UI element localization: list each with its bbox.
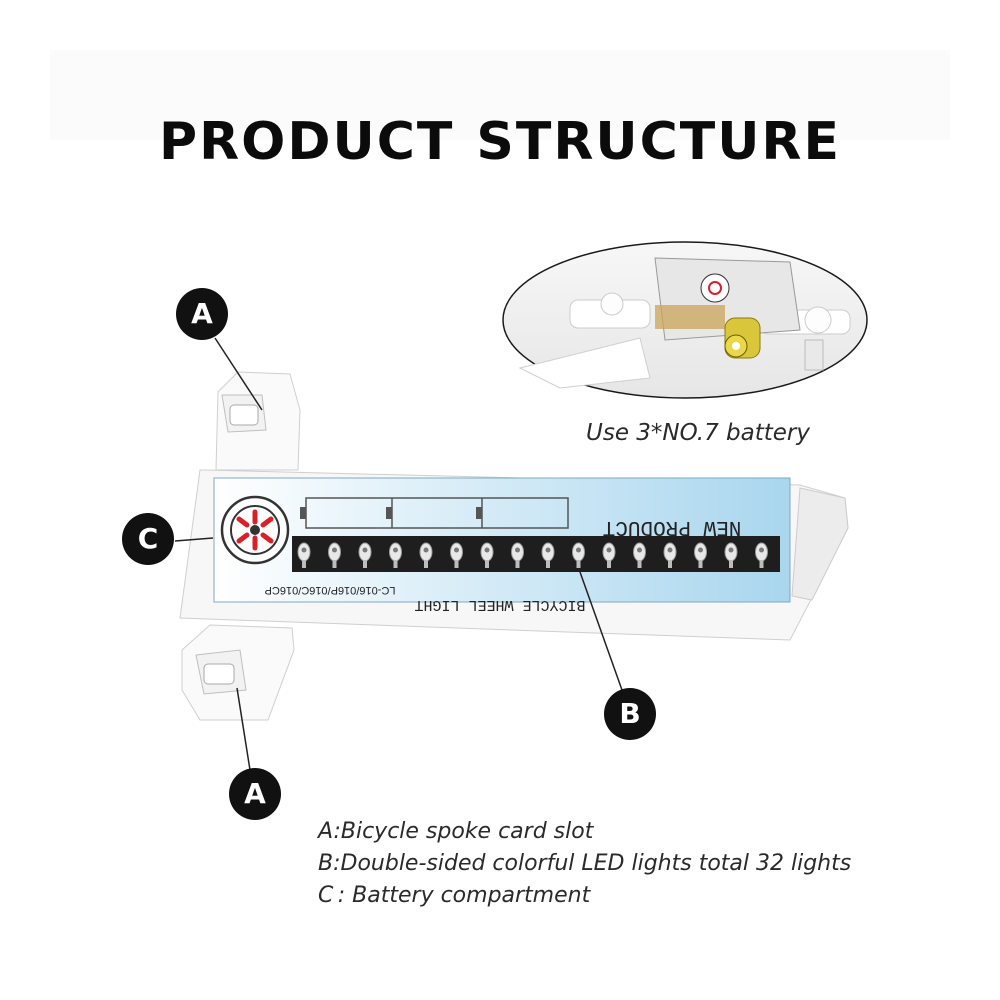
led-bulb — [755, 542, 768, 568]
header-band — [50, 50, 950, 140]
led-bulb — [694, 542, 707, 568]
led-bulb — [297, 542, 311, 568]
led-bulb — [419, 542, 433, 568]
new-product-label: NEW PRODUCT — [603, 515, 742, 538]
title-word-product: PRODUCT — [159, 112, 455, 172]
led-bulb — [511, 542, 524, 568]
legend-item-c: C : Battery compartment — [318, 883, 591, 908]
led-strip — [292, 536, 780, 572]
led-bulb — [724, 542, 738, 568]
model-label-line2: LC-016/016P/016C/016CP — [265, 584, 396, 596]
marker-a-bottom: A — [229, 768, 281, 820]
title-word-structure: STRUCTURE — [476, 112, 841, 172]
marker-a-top: A — [176, 288, 228, 340]
marker-b: B — [604, 688, 656, 740]
led-bulb — [663, 542, 677, 568]
led-bulb — [450, 542, 463, 568]
wheel-logo-icon — [220, 495, 290, 565]
legend: A:Bicycle spoke card slot B:Double-sided… — [318, 816, 851, 912]
leader-lines — [174, 337, 623, 771]
led-bulb — [541, 542, 555, 568]
led-bulb — [358, 542, 372, 568]
battery-inset — [502, 241, 868, 399]
spoke-clip-bottom — [181, 624, 295, 721]
battery-compartment — [300, 497, 569, 529]
led-bulb — [480, 542, 494, 568]
spoke-clip-top — [215, 371, 301, 471]
marker-c: C — [122, 513, 174, 565]
led-bulb — [328, 542, 341, 568]
legend-item-b: B:Double-sided colorful LED lights total… — [318, 851, 852, 876]
led-bulb — [572, 542, 585, 568]
battery-caption: Use 3*NO.7 battery — [586, 420, 810, 446]
legend-item-a: A:Bicycle spoke card slot — [318, 819, 594, 844]
page-title: PRODUCT STRUCTURE — [0, 112, 1000, 172]
led-bulb — [602, 542, 616, 568]
led-bulb — [389, 542, 402, 568]
led-bulb — [633, 542, 646, 568]
model-label-line1: BICYCLE WHEEL LIGHT — [414, 596, 585, 613]
